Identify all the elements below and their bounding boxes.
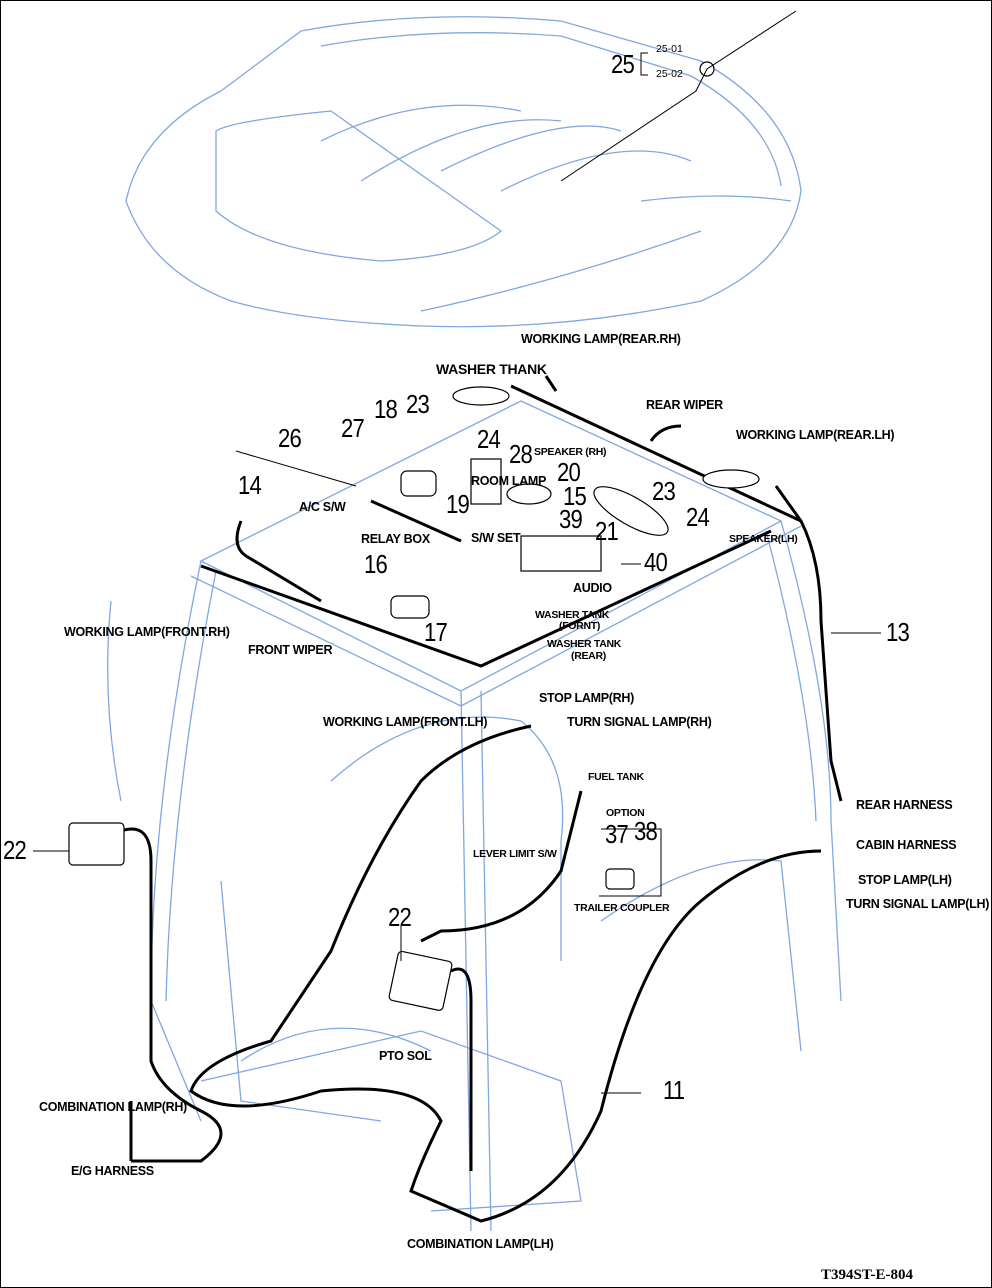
drawing-code: T394ST-E-804 bbox=[821, 1267, 913, 1283]
label-front-wiper: FRONT WIPER bbox=[248, 643, 333, 657]
washer-motor bbox=[400, 470, 437, 497]
callout-39: 39 bbox=[559, 504, 583, 534]
label-pto-sol: PTO SOL bbox=[379, 1049, 432, 1063]
callout-11: 11 bbox=[663, 1075, 685, 1105]
callout-20: 20 bbox=[557, 457, 581, 487]
components bbox=[68, 61, 760, 1011]
front-wiper-motor bbox=[390, 595, 430, 619]
callout-15: 15 bbox=[563, 481, 587, 511]
callout-24b: 24 bbox=[686, 502, 710, 532]
callout-40: 40 bbox=[644, 547, 668, 577]
trailer-coupler bbox=[605, 868, 635, 890]
callout-23b: 23 bbox=[652, 476, 676, 506]
harness-lines bbox=[120, 375, 843, 1223]
callout-24: 24 bbox=[477, 424, 501, 454]
label-speaker-lh: SPEAKER(LH) bbox=[729, 533, 798, 545]
label-trailer-coupler: TRAILER COUPLER bbox=[574, 902, 670, 914]
label-option: OPTION bbox=[604, 807, 647, 819]
callout-25-01: 25-01 bbox=[656, 43, 683, 55]
label-combination-lamp-rh: COMBINATION LAMP(RH) bbox=[39, 1100, 187, 1114]
label-washer-tank-rear-sub: (REAR) bbox=[571, 650, 606, 662]
speaker-rh bbox=[452, 386, 510, 406]
label-eg-harness: E/G HARNESS bbox=[71, 1164, 154, 1178]
label-combination-lamp-lh: COMBINATION LAMP(LH) bbox=[407, 1237, 554, 1251]
label-rear-harness: REAR HARNESS bbox=[856, 798, 953, 812]
switch-set bbox=[470, 458, 502, 505]
label-stop-lamp-rh: STOP LAMP(RH) bbox=[539, 691, 634, 705]
callout-22b: 22 bbox=[388, 902, 412, 932]
callout-25-02: 25-02 bbox=[656, 68, 683, 80]
combination-lamp-lh bbox=[388, 950, 453, 1011]
label-relay-box: RELAY BOX bbox=[361, 532, 430, 546]
label-turn-signal-lamp-lh: TURN SIGNAL LAMP(LH) bbox=[846, 897, 990, 911]
callout-21: 21 bbox=[595, 516, 619, 546]
speaker-lh bbox=[702, 469, 760, 489]
label-stop-lamp-lh: STOP LAMP(LH) bbox=[858, 873, 952, 887]
label-fuel-tank: FUEL TANK bbox=[588, 771, 644, 783]
audio-unit bbox=[520, 535, 602, 572]
label-working-lamp-front-rh: WORKING LAMP(FRONT.RH) bbox=[64, 625, 230, 639]
label-audio: AUDIO bbox=[573, 581, 612, 595]
label-washer-thank: WASHER THANK bbox=[436, 361, 547, 377]
callout-13: 13 bbox=[886, 617, 910, 647]
label-sw-set: S/W SET bbox=[471, 531, 521, 545]
label-ac-sw: A/C S/W bbox=[299, 500, 346, 514]
label-rear-wiper: REAR WIPER bbox=[646, 398, 723, 412]
combination-lamp-rh bbox=[68, 822, 125, 866]
label-speaker-rh: SPEAKER (RH) bbox=[534, 446, 607, 458]
callout-22: 22 bbox=[3, 835, 27, 865]
label-lever-limit-sw: LEVER LIMIT S/W bbox=[473, 848, 557, 860]
roof-outline bbox=[125, 16, 802, 328]
callout-38: 38 bbox=[634, 816, 658, 846]
label-turn-signal-lamp-rh: TURN SIGNAL LAMP(RH) bbox=[567, 715, 712, 729]
label-working-lamp-front-lh: WORKING LAMP(FRONT.LH) bbox=[323, 715, 488, 729]
callout-25: 25 bbox=[611, 49, 635, 79]
callout-26: 26 bbox=[278, 423, 302, 453]
callout-37: 37 bbox=[605, 819, 629, 849]
label-working-lamp-rear-lh: WORKING LAMP(REAR.LH) bbox=[736, 428, 895, 442]
label-cabin-harness: CABIN HARNESS bbox=[856, 838, 957, 852]
label-working-lamp-rear-rh: WORKING LAMP(REAR.RH) bbox=[521, 332, 681, 346]
callout-16: 16 bbox=[364, 549, 388, 579]
callout-28: 28 bbox=[509, 439, 533, 469]
callout-14: 14 bbox=[238, 470, 262, 500]
label-washer-tank-front: WASHER TANK bbox=[535, 609, 610, 621]
label-washer-tank-rear: WASHER TANK bbox=[547, 638, 622, 650]
room-lamp bbox=[506, 483, 552, 505]
rear-wiper-motor bbox=[593, 486, 669, 536]
label-room-lamp: ROOM LAMP bbox=[471, 474, 547, 488]
callout-18: 18 bbox=[374, 394, 398, 424]
leader-lines bbox=[33, 10, 881, 1094]
cab-frame bbox=[107, 400, 842, 1232]
callout-27: 27 bbox=[341, 413, 365, 443]
callout-23: 23 bbox=[406, 389, 430, 419]
label-washer-tank-front-sub: (FORNT) bbox=[559, 620, 601, 632]
callout-19: 19 bbox=[446, 489, 470, 519]
callout-17: 17 bbox=[424, 617, 448, 647]
